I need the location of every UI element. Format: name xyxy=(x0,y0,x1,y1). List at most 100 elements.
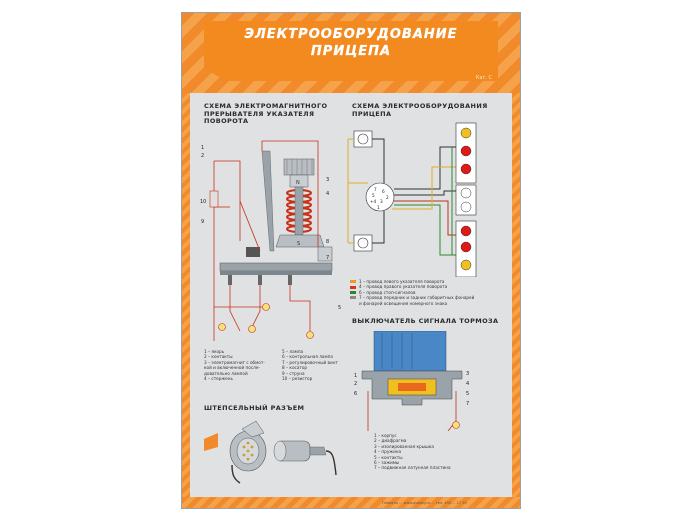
breaker-legend-item: 6 – контрольная лампа xyxy=(282,354,333,360)
brake-legend-item: 1 – корпус xyxy=(374,433,397,438)
swatch xyxy=(350,280,356,284)
poster-title-line2: ПРИЦЕПА xyxy=(310,44,392,59)
brake-legend-item: 5 – контакты xyxy=(374,454,403,460)
turn-lamp-icon xyxy=(460,259,472,271)
bottom-band xyxy=(182,497,520,508)
pin-2: 2 xyxy=(386,195,389,200)
plug-sleeve xyxy=(309,446,327,456)
callout-7: 7 xyxy=(326,255,329,261)
brake-legend: 1 – корпус 2 – диафрагма 3 – изолированн… xyxy=(374,433,451,471)
breaker-diagram: N S xyxy=(200,140,341,341)
footer-imprint: Плакаты ... www.plakaty.ru ... тел. 495 … xyxy=(382,501,467,505)
callout-8: 8 xyxy=(326,239,329,245)
callout-4: 4 xyxy=(326,191,329,197)
socket-icon xyxy=(365,182,395,212)
pin-4: +4 xyxy=(370,199,377,204)
callout-5: 5 xyxy=(466,391,469,397)
plug-diagram xyxy=(204,420,337,484)
poster-title-line1: ЭЛЕКТРООБОРУДОВАНИЕ xyxy=(244,27,458,42)
lamp-icon xyxy=(460,201,472,213)
callout-7: 7 xyxy=(466,401,469,407)
brake-wiring xyxy=(367,391,457,431)
callout-1: 1 xyxy=(201,145,204,151)
terminal-block xyxy=(317,246,333,262)
lamp-icon xyxy=(357,133,369,145)
header-band: ЭЛЕКТРООБОРУДОВАНИЕ ПРИЦЕПА Кат. С xyxy=(182,13,520,93)
breaker-legend-item: 4 – стержень xyxy=(204,376,233,382)
plug-face xyxy=(273,440,287,462)
wiring-legend-text: 1 – провод левого указателя поворота xyxy=(359,279,445,284)
wiring-diagram: 7 6 5 +4 3 2 1 xyxy=(347,122,477,277)
lamp-icon xyxy=(262,303,270,311)
right-lamp-column xyxy=(455,122,477,277)
wiring-legend-item: и фонарей освещения номерного знака xyxy=(350,301,474,306)
brake-legend-item: 4 – пружина xyxy=(374,449,402,455)
tail-lamp-icon xyxy=(460,225,472,237)
breaker-legend-item: 2 – контакты xyxy=(204,354,233,360)
callout-3: 3 xyxy=(466,371,469,377)
stop-lamp-icon xyxy=(460,145,472,157)
wiring-legend-text: и фонарей освещения номерного знака xyxy=(359,300,448,306)
swatch xyxy=(350,302,356,305)
callout-5: 5 xyxy=(338,305,341,311)
breaker-callouts: 1 2 3 4 5 6 7 8 9 10 xyxy=(200,145,341,311)
wiring-legend-item: 6 – провод стоп-сигналов xyxy=(350,290,474,295)
wiring-lines xyxy=(347,138,456,256)
plug-title: Штепсельный разъем xyxy=(204,404,305,412)
brake-legend-item: 3 – изолированная крышка xyxy=(374,443,434,449)
breaker-legend-item: 7 – регулировочный винт xyxy=(282,359,338,365)
lamp-icon xyxy=(248,325,256,333)
callout-1: 1 xyxy=(354,373,357,379)
breaker-legend-item: кой и включенной после- xyxy=(204,365,260,371)
brake-legend-item: 7 – подвижная латунная пластина xyxy=(374,465,451,471)
swatch xyxy=(350,285,356,289)
wiring-legend-item: 1 – провод левого указателя поворота xyxy=(350,279,474,284)
brake-switch-diagram: 1 2 3 4 5 6 7 xyxy=(354,331,469,431)
pole-s-label: S xyxy=(297,241,300,247)
left-side-bar xyxy=(182,93,190,498)
wiring-legend: 1 – провод левого указателя поворота 4 –… xyxy=(350,279,474,306)
stop-lamp-icon xyxy=(460,241,472,253)
breaker-legend-item: довательно лампой xyxy=(204,370,248,376)
armature-top xyxy=(283,158,315,176)
cable-icon xyxy=(231,464,241,484)
brake-legend-item: 6 – зажимы xyxy=(374,460,400,466)
brake-legend-item: 2 – диафрагма xyxy=(374,438,407,444)
breaker-title-line1: Схема электромагнитного xyxy=(204,102,328,110)
wiring-legend-text: 6 – провод стоп-сигналов xyxy=(359,289,416,295)
turn-lamp-icon xyxy=(460,127,472,139)
armature-bracket xyxy=(261,150,275,252)
lamp-icon xyxy=(460,187,472,199)
pole-n-label: N xyxy=(296,180,300,186)
wiring-legend-text: 7 – провод передних и задних габаритных … xyxy=(359,295,475,301)
pin-6: 6 xyxy=(382,189,385,194)
cable-icon xyxy=(325,450,337,476)
wiring-title: Схема электрооборудования прицепа xyxy=(352,102,488,118)
pin-1: 1 xyxy=(377,205,380,210)
socket-pins: 7 6 5 +4 3 2 1 xyxy=(370,187,389,210)
brake-callouts: 1 2 3 4 5 6 7 xyxy=(354,371,469,407)
breaker-legend-item: 3 – электромагнит с обмот- xyxy=(204,359,265,365)
core-rod xyxy=(294,186,304,236)
callout-10: 10 xyxy=(200,199,206,205)
pin-7: 7 xyxy=(374,187,377,192)
base-plate xyxy=(219,262,333,272)
breaker-legend-item: 9 – струна xyxy=(282,370,305,376)
breaker-title-line3: поворота xyxy=(204,117,249,125)
callout-3: 3 xyxy=(326,177,329,183)
pin-5: 5 xyxy=(372,193,375,198)
tail-lamp-icon xyxy=(460,163,472,175)
brake-switch-title: Выключатель сигнала тормоза xyxy=(352,317,499,325)
header-plate xyxy=(204,21,498,81)
breaker-legend-item: 8 – косатор xyxy=(282,365,308,371)
wiring-title-line1: Схема электрооборудования xyxy=(352,102,488,110)
callout-2: 2 xyxy=(201,153,204,159)
callout-6: 6 xyxy=(354,391,357,397)
lamp-group xyxy=(218,303,314,339)
right-side-bar xyxy=(512,93,520,498)
wiring-title-line2: прицепа xyxy=(352,109,392,118)
callout-4: 4 xyxy=(466,381,469,387)
breaker-legend-item: 1 – якорь xyxy=(204,349,225,354)
callout-2: 2 xyxy=(354,381,357,387)
poster: ЭЛЕКТРООБОРУДОВАНИЕ ПРИЦЕПА Кат. С Схема… xyxy=(181,12,521,509)
